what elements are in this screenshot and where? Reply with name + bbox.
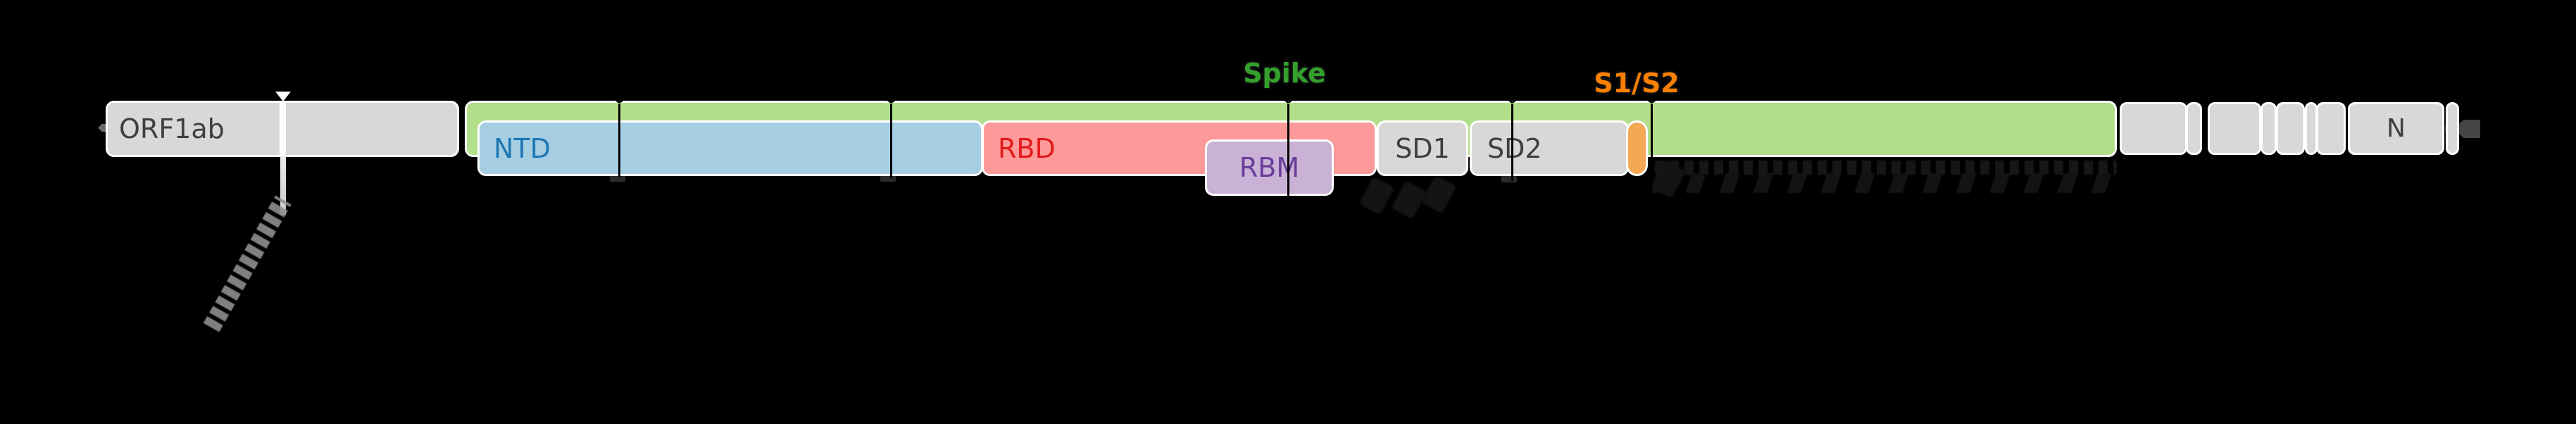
gene-box — [2186, 102, 2202, 155]
n-label: N — [2387, 113, 2406, 143]
rotated-label-mark — [1358, 176, 1395, 216]
domain-ntd: NTD — [477, 120, 983, 176]
annotation-foot-mark — [880, 175, 896, 182]
boundary-line — [1651, 104, 1653, 174]
frameshift-drop-line — [280, 156, 286, 215]
rbm-label: RBM — [1239, 152, 1300, 183]
ntd-label: NTD — [494, 132, 551, 164]
rotated-labels-dense-row — [1655, 161, 2117, 175]
boundary-line — [890, 104, 892, 178]
gene-box — [2208, 102, 2261, 155]
sd1-label: SD1 — [1395, 132, 1450, 164]
gene-box — [2120, 102, 2187, 155]
frameshift-rotated-label — [203, 195, 292, 332]
spike-gene-label: Spike — [1243, 58, 1326, 89]
domain-sd2: SD2 — [1470, 120, 1629, 176]
annotation-foot-mark — [1501, 176, 1517, 182]
domain-sd1: SD1 — [1377, 120, 1468, 176]
boundary-line — [618, 104, 620, 177]
orf1ab-label: ORF1ab — [119, 113, 225, 144]
frameshift-marker-triangle — [275, 92, 291, 101]
rotated-label-mark — [1420, 175, 1457, 214]
frameshift-gap — [280, 101, 286, 156]
boundary-line — [1511, 104, 1513, 181]
s1s2-label: S1/S2 — [1594, 68, 1680, 99]
boundary-line — [463, 104, 465, 157]
genome-start-arrow — [98, 124, 108, 132]
sd2-label: SD2 — [1487, 132, 1542, 164]
domain-rbm: RBM — [1205, 139, 1334, 196]
rbd-label: RBD — [998, 132, 1056, 164]
gene-box — [2446, 102, 2459, 155]
annotation-foot-mark — [610, 175, 625, 182]
rotated-labels-blob-row — [1651, 173, 2120, 193]
n-gene-box: N — [2348, 102, 2444, 155]
gene-box — [2261, 102, 2277, 155]
s1s2-site-box — [1626, 120, 1648, 176]
gene-box — [2276, 102, 2305, 155]
gene-box — [2316, 102, 2346, 155]
boundary-line — [1287, 104, 1289, 204]
